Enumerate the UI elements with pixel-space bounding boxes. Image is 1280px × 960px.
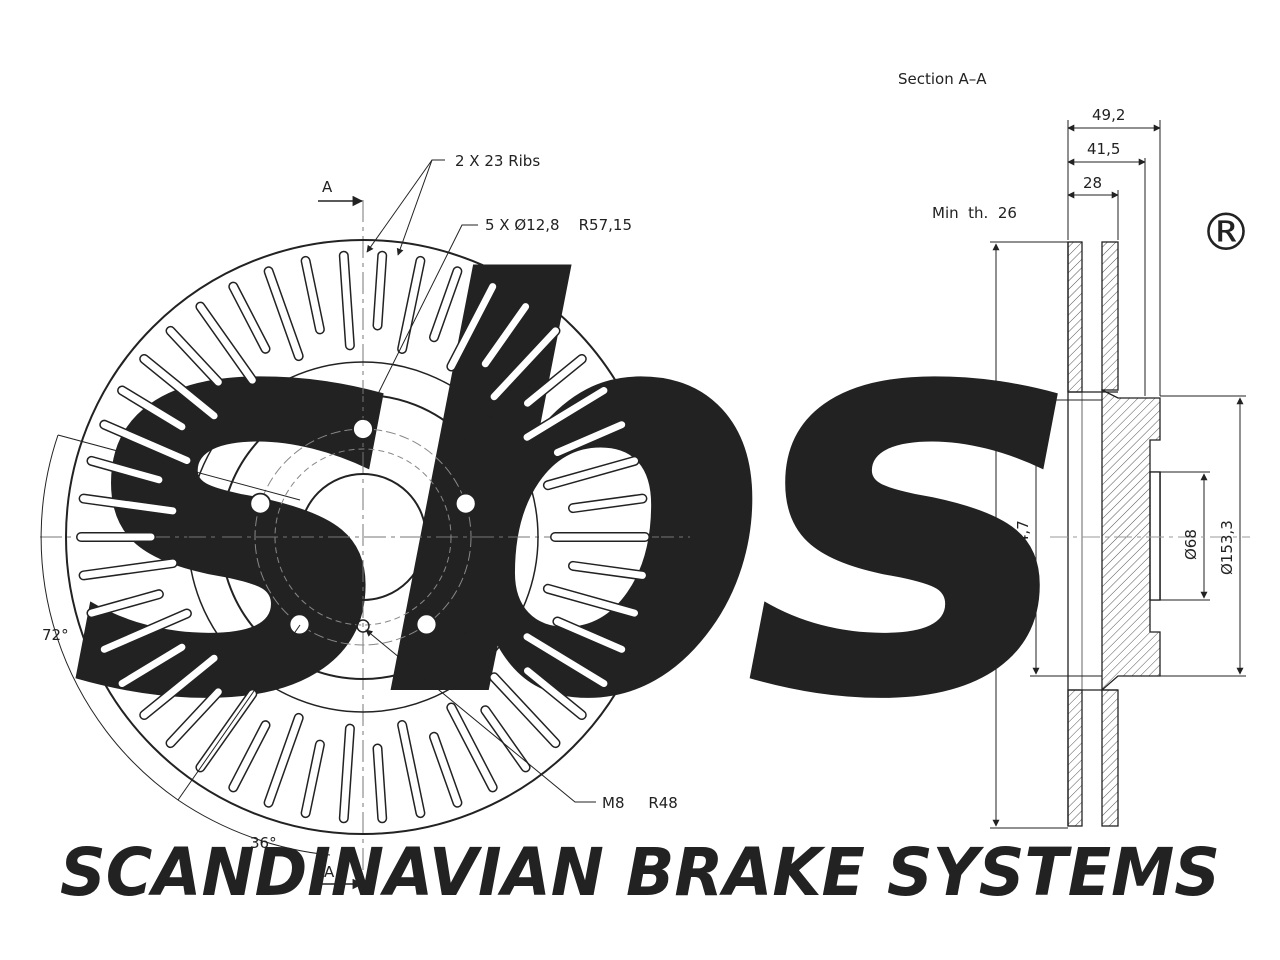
rib bbox=[398, 257, 424, 353]
watermark-logo: sbs bbox=[70, 171, 1059, 823]
angle-36-label: 36° bbox=[250, 834, 277, 852]
disc-outer-edge bbox=[65, 239, 661, 835]
rib bbox=[430, 267, 461, 341]
rib bbox=[524, 355, 586, 407]
rib bbox=[167, 327, 222, 386]
rib bbox=[430, 733, 461, 807]
rib bbox=[569, 562, 646, 579]
angle-arc-72 bbox=[40, 434, 179, 801]
bolt-leader bbox=[364, 224, 478, 421]
section-marker-top: A bbox=[322, 178, 333, 196]
angle-arc-36 bbox=[177, 799, 331, 856]
rib bbox=[229, 721, 269, 791]
front-labels: A A 2 X 23 Ribs 5 X Ø12,8 R57,15 M8 R48 … bbox=[42, 152, 678, 881]
rib bbox=[490, 327, 559, 401]
rib bbox=[100, 421, 191, 464]
dim-overall-width: 49,2 bbox=[1092, 106, 1125, 124]
rib bbox=[374, 745, 386, 822]
thread-leader bbox=[365, 629, 596, 803]
rib bbox=[374, 252, 386, 329]
rib bbox=[229, 283, 269, 353]
rib bbox=[340, 252, 354, 349]
rib bbox=[481, 706, 530, 771]
bolt-hole bbox=[249, 492, 272, 515]
section-dimensions bbox=[990, 120, 1246, 829]
bolt-hole bbox=[415, 613, 438, 636]
rib bbox=[340, 725, 354, 822]
section-view bbox=[990, 120, 1250, 829]
rib bbox=[544, 457, 638, 489]
bolt-hole bbox=[288, 613, 311, 636]
rib bbox=[447, 283, 497, 370]
hub-step bbox=[274, 448, 452, 626]
rib bbox=[524, 667, 586, 719]
section-labels: Section A–A 49,2 41,5 28 Min th. 26 Ø319… bbox=[898, 70, 1236, 575]
rib bbox=[302, 741, 324, 817]
bolt-label: 5 X Ø12,8 R57,15 bbox=[485, 216, 632, 234]
rib bbox=[118, 387, 186, 431]
rib bbox=[196, 303, 256, 384]
rib bbox=[265, 267, 303, 360]
rib bbox=[553, 618, 626, 653]
rib bbox=[523, 633, 608, 687]
bolt-hole bbox=[454, 492, 477, 515]
rib bbox=[398, 721, 424, 817]
section-title: Section A–A bbox=[898, 70, 987, 88]
front-view bbox=[40, 159, 690, 890]
rib bbox=[88, 457, 163, 484]
dia-outer: Ø319,6 bbox=[974, 520, 992, 575]
angle-72-label: 72° bbox=[42, 626, 69, 644]
m8-thread-hole bbox=[356, 619, 370, 633]
dim-hub-width: 41,5 bbox=[1087, 140, 1120, 158]
center-bore bbox=[299, 473, 427, 601]
rib bbox=[481, 303, 530, 368]
rib bbox=[118, 643, 186, 687]
rib bbox=[447, 704, 497, 791]
watermark-tagline: SCANDINAVIAN BRAKE SYSTEMS bbox=[60, 834, 1220, 911]
rib bbox=[100, 610, 191, 653]
rib bbox=[140, 654, 218, 719]
rib bbox=[553, 421, 626, 456]
min-thickness: Min th. 26 bbox=[932, 204, 1017, 222]
thread-label: M8 R48 bbox=[602, 794, 678, 812]
rib bbox=[88, 590, 163, 617]
dim-disc-thickness: 28 bbox=[1083, 174, 1102, 192]
bolt-hole bbox=[352, 418, 374, 440]
hub-outer-edge bbox=[220, 394, 506, 680]
ribs-label: 2 X 23 Ribs bbox=[455, 152, 540, 170]
dia-center: Ø68 bbox=[1182, 529, 1200, 560]
friction-inner-edge bbox=[187, 361, 539, 713]
rib bbox=[80, 495, 177, 515]
rib bbox=[544, 585, 638, 617]
rib bbox=[569, 495, 646, 512]
rib bbox=[490, 673, 559, 747]
rib bbox=[167, 688, 222, 747]
rib bbox=[140, 355, 218, 420]
rib bbox=[302, 257, 324, 333]
bolt-holes bbox=[249, 418, 477, 636]
rib bbox=[265, 714, 303, 807]
section-marker-bottom: A bbox=[324, 863, 335, 881]
cooling-ribs bbox=[76, 250, 650, 824]
dia-hub-outer: Ø144,7 bbox=[1014, 520, 1032, 575]
rib bbox=[523, 387, 608, 441]
dia-hub-face: Ø153,3 bbox=[1218, 520, 1236, 575]
watermark-registered: ® bbox=[1200, 203, 1252, 263]
rib bbox=[80, 559, 177, 579]
